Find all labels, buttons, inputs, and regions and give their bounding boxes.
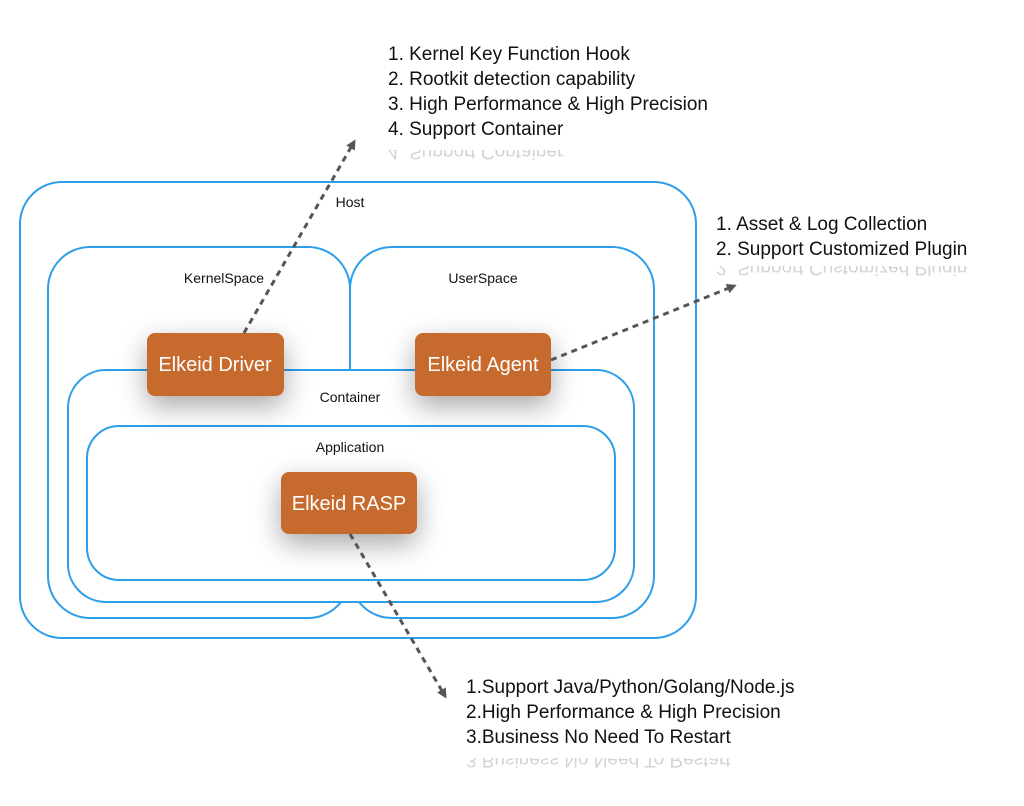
rasp-note-2: 2.High Performance & High Precision	[466, 702, 781, 723]
agent-note-2: 2. Support Customized Plugin	[716, 239, 968, 260]
elkeid-agent-component	[415, 333, 551, 396]
agent-notes-reflection: 2. Support Customized Plugin	[716, 266, 968, 278]
userspace-label: UserSpace	[448, 270, 517, 286]
elkeid-rasp-component	[281, 472, 417, 534]
agent-notes: 1. Asset & Log Collection 2. Support Cus…	[716, 212, 967, 262]
elkeid-driver-label: Elkeid Driver	[158, 354, 272, 376]
host-label: Host	[336, 194, 365, 210]
driver-notes-reflection: 4. Support Container	[388, 150, 564, 162]
rasp-note-3: 3.Business No Need To Restart	[466, 727, 731, 748]
application-label: Application	[316, 439, 385, 455]
agent-note-1: 1. Asset & Log Collection	[716, 214, 928, 235]
rasp-notes-reflection: 3.Business No Need To Restart	[466, 758, 731, 770]
rasp-arrow	[348, 533, 447, 699]
elkeid-rasp-label: Elkeid RASP	[292, 493, 407, 515]
driver-notes: 1. Kernel Key Function Hook 2. Rootkit d…	[388, 42, 708, 142]
elkeid-driver-component	[147, 333, 284, 396]
driver-note-1: 1. Kernel Key Function Hook	[388, 44, 630, 65]
driver-arrow	[242, 139, 356, 334]
elkeid-agent-label: Elkeid Agent	[427, 354, 539, 376]
container-label: Container	[320, 389, 381, 405]
driver-note-4: 4. Support Container	[388, 119, 564, 140]
rasp-notes: 1.Support Java/Python/Golang/Node.js 2.H…	[466, 675, 794, 750]
rasp-note-1: 1.Support Java/Python/Golang/Node.js	[466, 677, 795, 698]
driver-note-2: 2. Rootkit detection capability	[388, 69, 636, 90]
kernelspace-label: KernelSpace	[184, 270, 264, 286]
driver-note-3: 3. High Performance & High Precision	[388, 94, 708, 115]
